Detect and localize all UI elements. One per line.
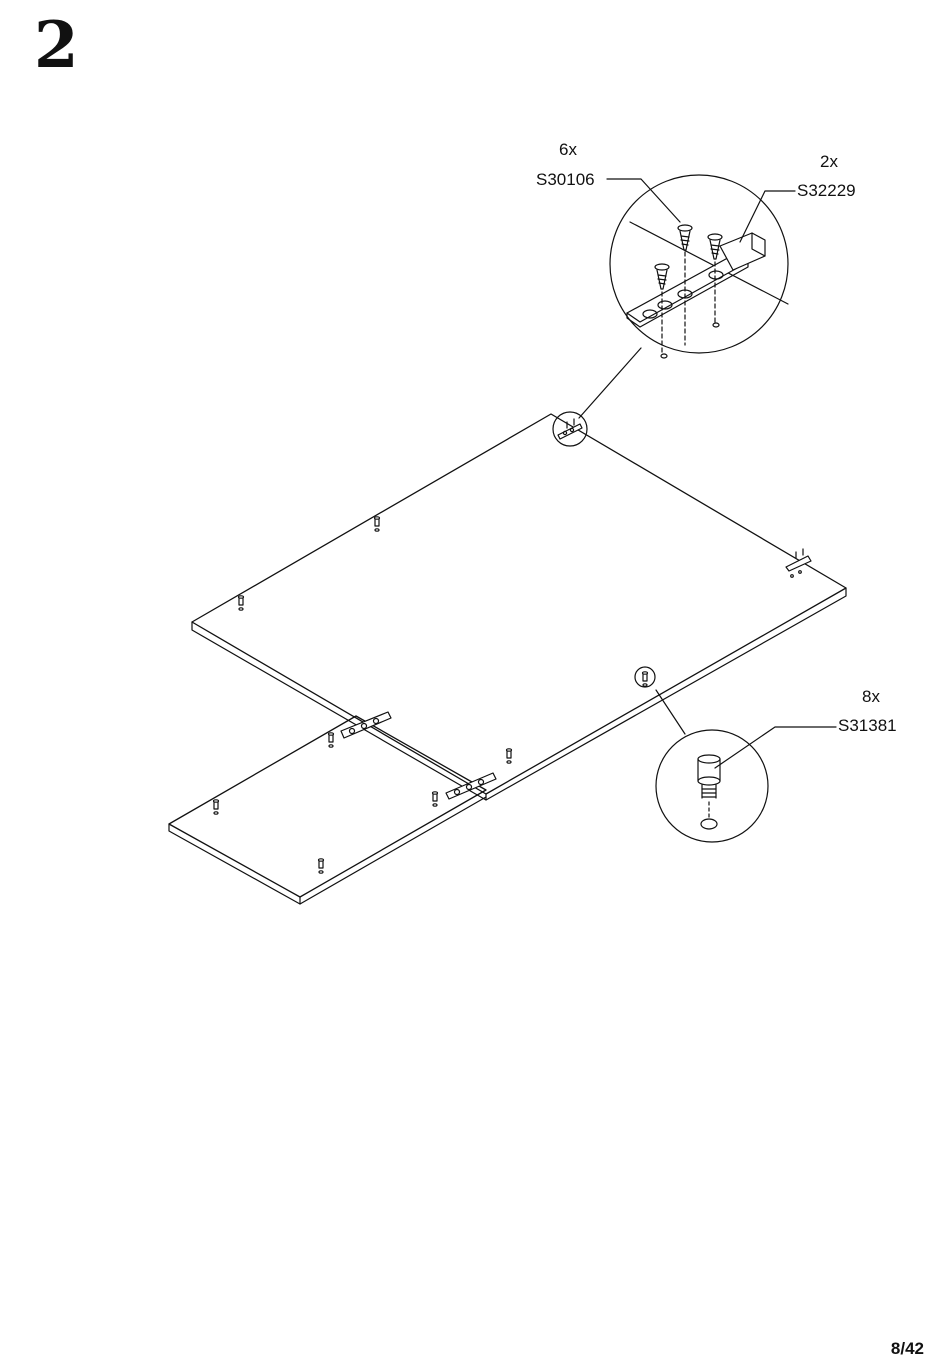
foot-marker	[214, 800, 219, 814]
upper-panel	[192, 414, 846, 800]
detail-callout-foot	[635, 667, 836, 842]
foot-marker	[375, 517, 380, 531]
corner-plate-top	[553, 412, 587, 446]
foot-marker	[319, 859, 324, 873]
corner-plate-right	[786, 549, 811, 577]
panel-feet	[214, 517, 648, 873]
foot-marker	[507, 749, 512, 763]
joint-plate-right	[446, 773, 496, 799]
foot-marker	[329, 733, 334, 747]
foot-marker	[433, 792, 438, 806]
foot-marker	[643, 672, 648, 686]
detail-callout-hardware	[579, 175, 795, 418]
screw-1	[655, 264, 669, 289]
lower-panel	[169, 716, 486, 904]
page-number: 8/42	[891, 1339, 924, 1359]
foot-marker	[239, 596, 244, 610]
screw-2	[678, 225, 692, 250]
